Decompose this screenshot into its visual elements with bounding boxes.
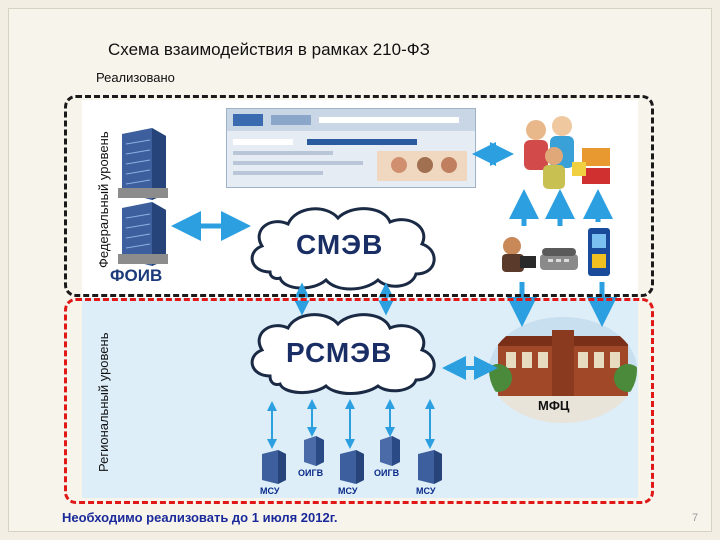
msu-label-2: МСУ	[338, 486, 358, 496]
federal-level-label: Федеральный уровень	[96, 131, 111, 268]
slide-title: Схема взаимодействия в рамках 210-ФЗ	[108, 40, 430, 59]
citizens-group-image	[510, 112, 614, 192]
federal-level-boundary	[64, 95, 654, 297]
msu-building-2	[336, 450, 366, 484]
msu-label-1: МСУ	[260, 486, 280, 496]
phone-image	[538, 246, 580, 272]
foiv-building-bottom	[112, 202, 172, 266]
deadline-note: Необходимо реализовать до 1 июля 2012г.	[62, 510, 338, 525]
oigv-label-2: ОИГВ	[374, 468, 400, 478]
rsmev-label: РСМЭВ	[286, 337, 393, 368]
foiv-building-top	[112, 128, 172, 200]
oigv-label-1: ОИГВ	[298, 468, 324, 478]
msu-label-3: МСУ	[416, 486, 436, 496]
mfc-building-image	[488, 316, 638, 424]
rsmev-cloud	[240, 308, 446, 396]
msu-building-3	[414, 450, 444, 484]
foiv-label: ФОИВ	[110, 266, 163, 285]
mfc-label: МФЦ	[538, 398, 570, 413]
page-number: 7	[692, 512, 699, 524]
regional-level-boundary	[64, 298, 654, 504]
smev-label: СМЭВ	[296, 229, 384, 260]
msu-building-1	[258, 450, 288, 484]
smev-cloud	[240, 200, 446, 292]
call-center-operator-image	[494, 234, 538, 274]
oigv-building-2	[376, 436, 402, 466]
info-kiosk-image	[586, 228, 612, 276]
oigv-building-1	[300, 436, 326, 466]
slide-subtitle: Реализовано	[96, 70, 175, 85]
regional-level-label: Региональный уровень	[96, 332, 111, 472]
